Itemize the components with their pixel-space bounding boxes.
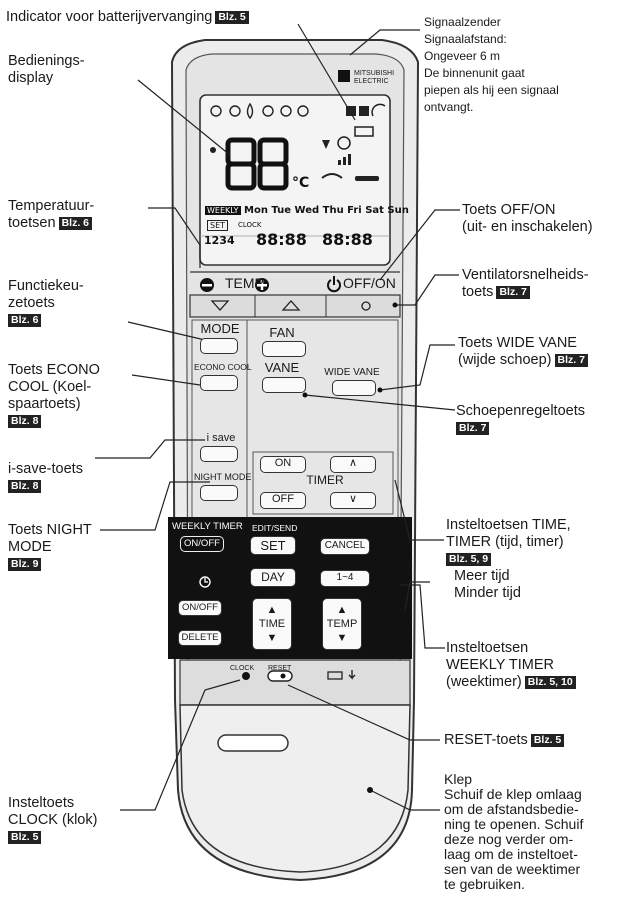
callout-offon: Toets OFF/ON(uit- en inschakelen)	[462, 202, 593, 235]
callout-display: Bedienings-display	[8, 53, 85, 86]
lcd-big-digits	[225, 137, 289, 191]
timer-off-button[interactable]: OFF	[260, 492, 306, 509]
temp-up-arrow-icon	[281, 300, 301, 311]
lcd-weekly-label: WEEKLY	[205, 206, 241, 215]
mode-button[interactable]	[200, 338, 238, 354]
weekly-onoff-button-2[interactable]: ON/OFF	[178, 600, 222, 616]
reset-button-label: RESET	[268, 665, 292, 672]
temp-label: TEMP	[225, 275, 264, 291]
timer-label: TIMER	[306, 473, 344, 487]
lcd-battery-indicator	[354, 126, 374, 137]
lcd-clock-label: CLOCK	[238, 221, 262, 229]
vane-button[interactable]	[262, 377, 306, 393]
time-down-button[interactable]: ∨	[330, 492, 376, 509]
lcd-right-icons	[346, 103, 386, 117]
econo-cool-button[interactable]	[200, 375, 238, 391]
lcd-fan-vane-icons	[321, 136, 379, 181]
offon-button-icon	[361, 301, 371, 311]
lcd-days: Mon Tue Wed Thu Fri Sat Sun	[244, 205, 409, 216]
remote-lower-lip	[179, 659, 411, 706]
lcd-time-readout-2: 88:88	[322, 230, 373, 249]
sliding-cover	[179, 704, 411, 873]
isave-button[interactable]	[200, 446, 238, 462]
lcd-mode-icons	[210, 102, 309, 120]
set-button[interactable]: SET	[250, 536, 296, 555]
temp-minus-icon	[200, 278, 214, 292]
day-button[interactable]: DAY	[250, 568, 296, 587]
callout-timer: Insteltoetsen TIME,TIMER (tijd, timer)Bl…	[446, 517, 571, 601]
temp-down-arrow-icon	[210, 300, 230, 311]
isave-label: i save	[206, 432, 236, 444]
cover-grip	[217, 734, 289, 752]
clock-icon	[199, 576, 211, 588]
wide-vane-button[interactable]	[332, 380, 376, 396]
mode-label: MODE	[200, 321, 240, 336]
weekly-onoff-button[interactable]: ON/OFF	[180, 536, 224, 552]
offon-label: OFF/ON	[343, 275, 396, 291]
edit-send-label: EDIT/SEND	[252, 523, 298, 533]
night-mode-label: NIGHT MODE	[194, 472, 252, 482]
fan-label: FAN	[269, 325, 295, 340]
lcd-temp-unit: °C	[292, 175, 310, 191]
battery-cover-icon	[327, 670, 356, 680]
range-button[interactable]: 1~4	[320, 570, 370, 587]
vane-label: VANE	[264, 360, 300, 375]
cancel-button[interactable]: CANCEL	[320, 538, 370, 555]
callout-widevane: Toets WIDE VANE(wijde schoep)Blz. 7	[458, 335, 588, 369]
weekly-timer-label: WEEKLY TIMER	[172, 521, 243, 532]
temp-button[interactable]: ▲TEMP▼	[322, 598, 362, 650]
mitsubishi-logo-icon	[338, 70, 350, 82]
power-icon	[327, 276, 341, 293]
timer-on-button[interactable]: ON	[260, 456, 306, 473]
time-up-button[interactable]: ∧	[330, 456, 376, 473]
lcd-set-label: SET	[207, 220, 229, 231]
wide-vane-label: WIDE VANE	[324, 367, 380, 378]
clock-button-label: CLOCK	[230, 665, 255, 672]
econo-cool-label: ECONO COOL	[194, 362, 252, 372]
delete-button[interactable]: DELETE	[178, 630, 222, 646]
lcd-time-readout: 88:88	[256, 230, 307, 249]
lcd-nums: 1234	[204, 234, 235, 247]
callout-lines	[95, 23, 460, 811]
fan-button[interactable]	[262, 341, 306, 357]
night-mode-button[interactable]	[200, 485, 238, 501]
time-button[interactable]: ▲TIME▼	[252, 598, 292, 650]
